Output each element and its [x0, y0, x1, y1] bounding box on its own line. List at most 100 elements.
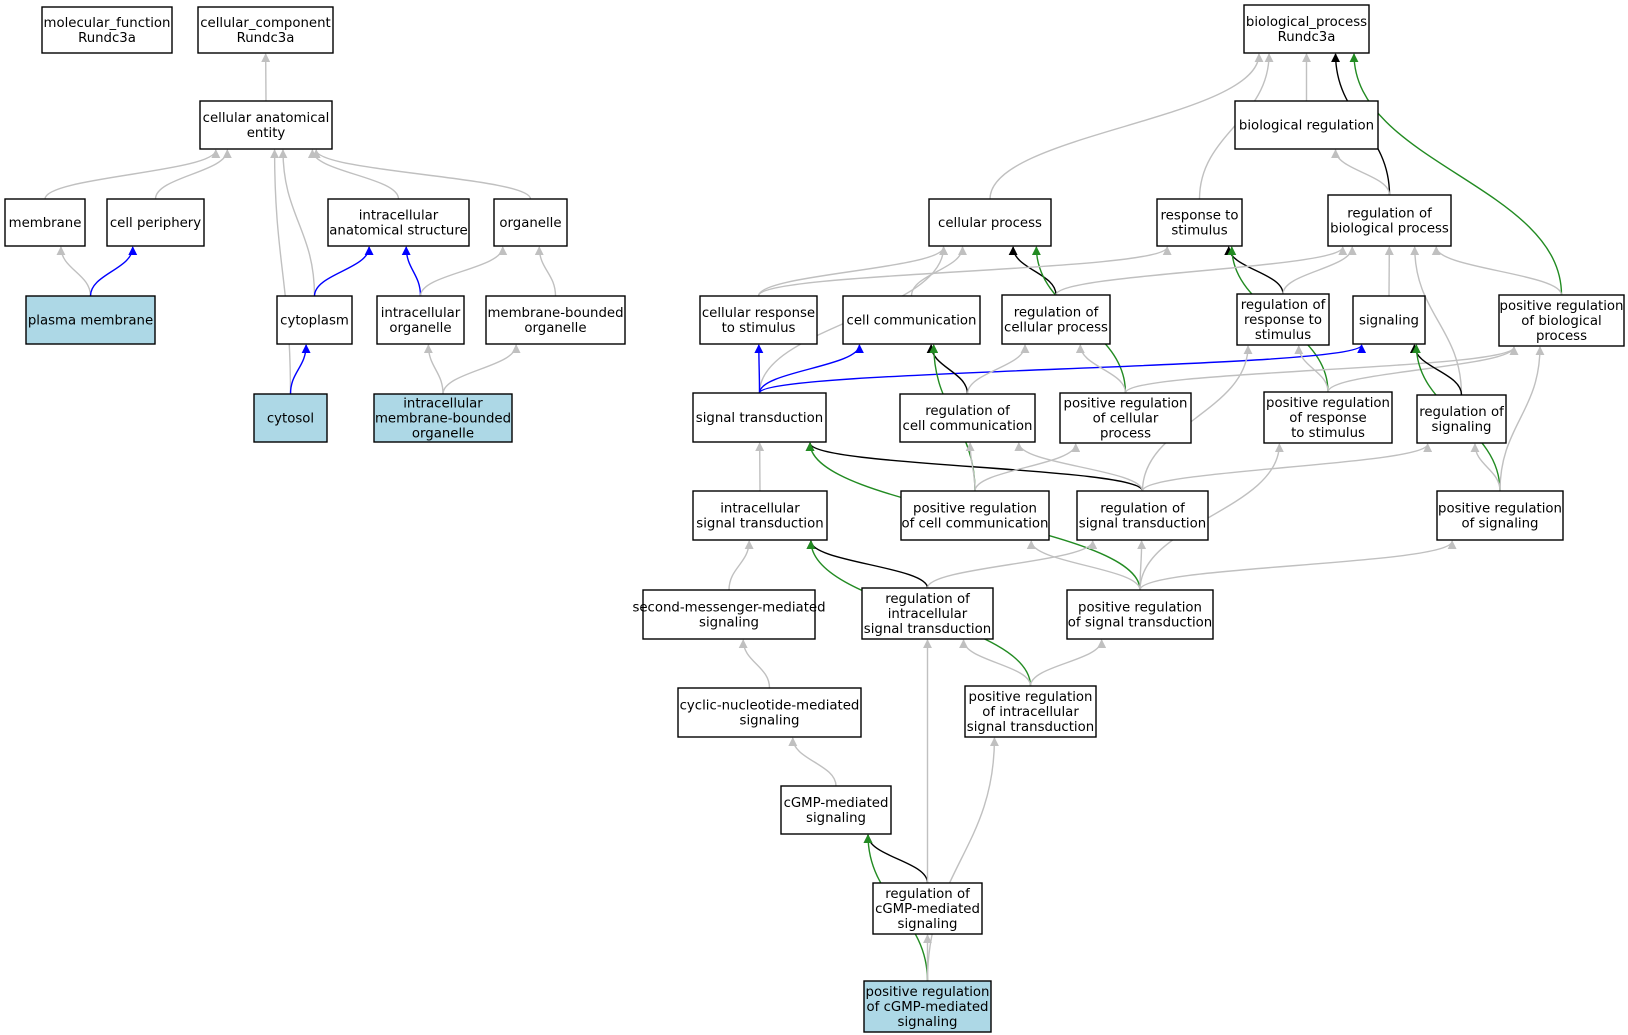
edge-line [757, 246, 1172, 297]
node-box [1352, 295, 1426, 345]
edge-regulates [806, 540, 929, 589]
node-membrane[interactable]: membrane [4, 198, 86, 247]
edge-is-a [278, 149, 316, 297]
node-label-line: plasma membrane [28, 314, 153, 329]
edge-is-a [1124, 346, 1519, 394]
node-signal-transduction[interactable]: signal transduction [692, 392, 827, 443]
node-label-line: positive regulation [1500, 299, 1624, 314]
node-label-line: positive regulation [1064, 397, 1188, 412]
node-label-line: cytosol [267, 412, 314, 427]
edge-line [1294, 345, 1329, 393]
node-box [1498, 294, 1625, 347]
node-label-line: signal transduction [696, 411, 823, 426]
edge-part-of [401, 246, 422, 297]
edge-line [757, 246, 949, 297]
node-label-line: regulation of [1347, 207, 1432, 222]
edge-is-a [788, 737, 837, 787]
edge-line [1282, 246, 1357, 295]
node-box [1236, 293, 1330, 346]
node-box [964, 685, 1097, 738]
edge-line [401, 246, 422, 297]
edge-part-of [289, 344, 311, 395]
edge-line [442, 344, 521, 395]
edge-line [926, 540, 1098, 589]
edge-is-a [1141, 443, 1433, 492]
node-box [253, 393, 328, 443]
edge-line [966, 344, 1030, 395]
node-label-line: of response [1289, 411, 1366, 426]
node-label-line: cell communication [903, 419, 1033, 434]
edge-line [926, 737, 999, 982]
edge-line [1410, 246, 1463, 396]
edge-part-of [89, 246, 138, 297]
node-box [485, 295, 626, 345]
node-box [899, 393, 1036, 443]
node-label-line: intracellular [888, 607, 968, 622]
edge-line [1198, 53, 1274, 200]
edge-is-a [311, 149, 532, 200]
edge-line [311, 149, 532, 200]
node-cell-communication[interactable]: cell communication [842, 295, 981, 345]
node-label-line: Rundc3a [237, 31, 295, 46]
node-box [1059, 392, 1192, 444]
node-box [642, 589, 816, 640]
node-biological-regulation[interactable]: biological regulation [1234, 100, 1379, 150]
edge-is-a [989, 53, 1264, 200]
node-plasma-membrane[interactable]: plasma membrane [25, 295, 156, 345]
node-label-line: positive regulation [969, 690, 1093, 705]
node-signaling[interactable]: signaling [1352, 295, 1426, 345]
node-cellular-process[interactable]: cellular process [928, 198, 1052, 247]
node-label-line: signaling [1432, 420, 1492, 435]
node-label-line: organelle [524, 321, 586, 336]
node-box [276, 295, 353, 345]
edge-line [423, 344, 444, 395]
node-label-line: positive regulation [1078, 601, 1202, 616]
edge-is-a [44, 149, 221, 200]
node-box [1263, 391, 1393, 444]
node-cell-periphery[interactable]: cell periphery [106, 198, 205, 247]
node-label-line: signal transduction [696, 517, 823, 532]
edge-part-of [758, 344, 1366, 394]
node-label-line: organelle [499, 216, 561, 231]
node-organelle[interactable]: organelle [493, 198, 568, 247]
node-cytoplasm[interactable]: cytoplasm [276, 295, 353, 345]
edge-is-a [965, 442, 976, 492]
node-label-line: second-messenger-mediated [632, 601, 825, 616]
edge-line [270, 149, 292, 395]
node-cytosol[interactable]: cytosol [253, 393, 328, 443]
node-label-line: signal transduction [864, 622, 991, 637]
edge-line [1029, 639, 1107, 687]
edge-is-a [1075, 344, 1127, 394]
